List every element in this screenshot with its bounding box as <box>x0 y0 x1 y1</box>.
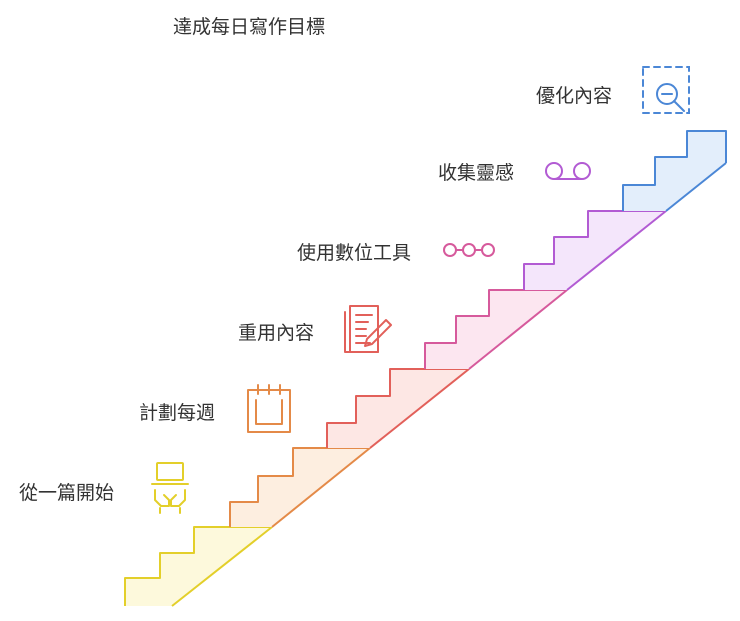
edit-document-icon <box>344 305 392 353</box>
step-edge-inspire <box>523 210 666 290</box>
step-stringer-tools <box>468 289 568 370</box>
step-fill-optimize <box>623 131 726 211</box>
step-stringer-optimize <box>665 162 727 212</box>
step-edge-start <box>124 526 272 606</box>
step-fill-tools <box>425 290 567 369</box>
zoom-out-icon <box>642 66 690 114</box>
step-label-reuse: 重用內容 <box>238 322 315 344</box>
step-stringer-plan <box>271 447 371 528</box>
step-fill-plan <box>230 448 370 527</box>
step-fill-start <box>125 527 272 606</box>
step-label-inspire: 收集靈感 <box>438 162 515 184</box>
step-edge-reuse <box>326 368 469 448</box>
step-edge-optimize <box>622 130 727 211</box>
step-fill-reuse <box>327 369 469 448</box>
connected-nodes-icon <box>443 243 495 257</box>
step-fill-inspire <box>524 211 666 290</box>
laptop-hands-icon <box>151 462 189 514</box>
step-label-tools: 使用數位工具 <box>297 242 412 264</box>
step-label-plan: 計劃每週 <box>139 402 216 424</box>
step-stringer-reuse <box>369 368 470 449</box>
voicemail-icon <box>545 162 591 180</box>
step-label-optimize: 優化內容 <box>536 85 613 107</box>
diagram-title: 達成每日寫作目標 <box>173 16 326 38</box>
step-label-start: 從一篇開始 <box>19 482 115 504</box>
step-edge-plan <box>229 447 370 527</box>
step-edge-tools <box>424 289 567 369</box>
calendar-icon <box>247 384 291 433</box>
step-stringer-start <box>171 526 273 607</box>
step-stringer-inspire <box>566 210 667 291</box>
